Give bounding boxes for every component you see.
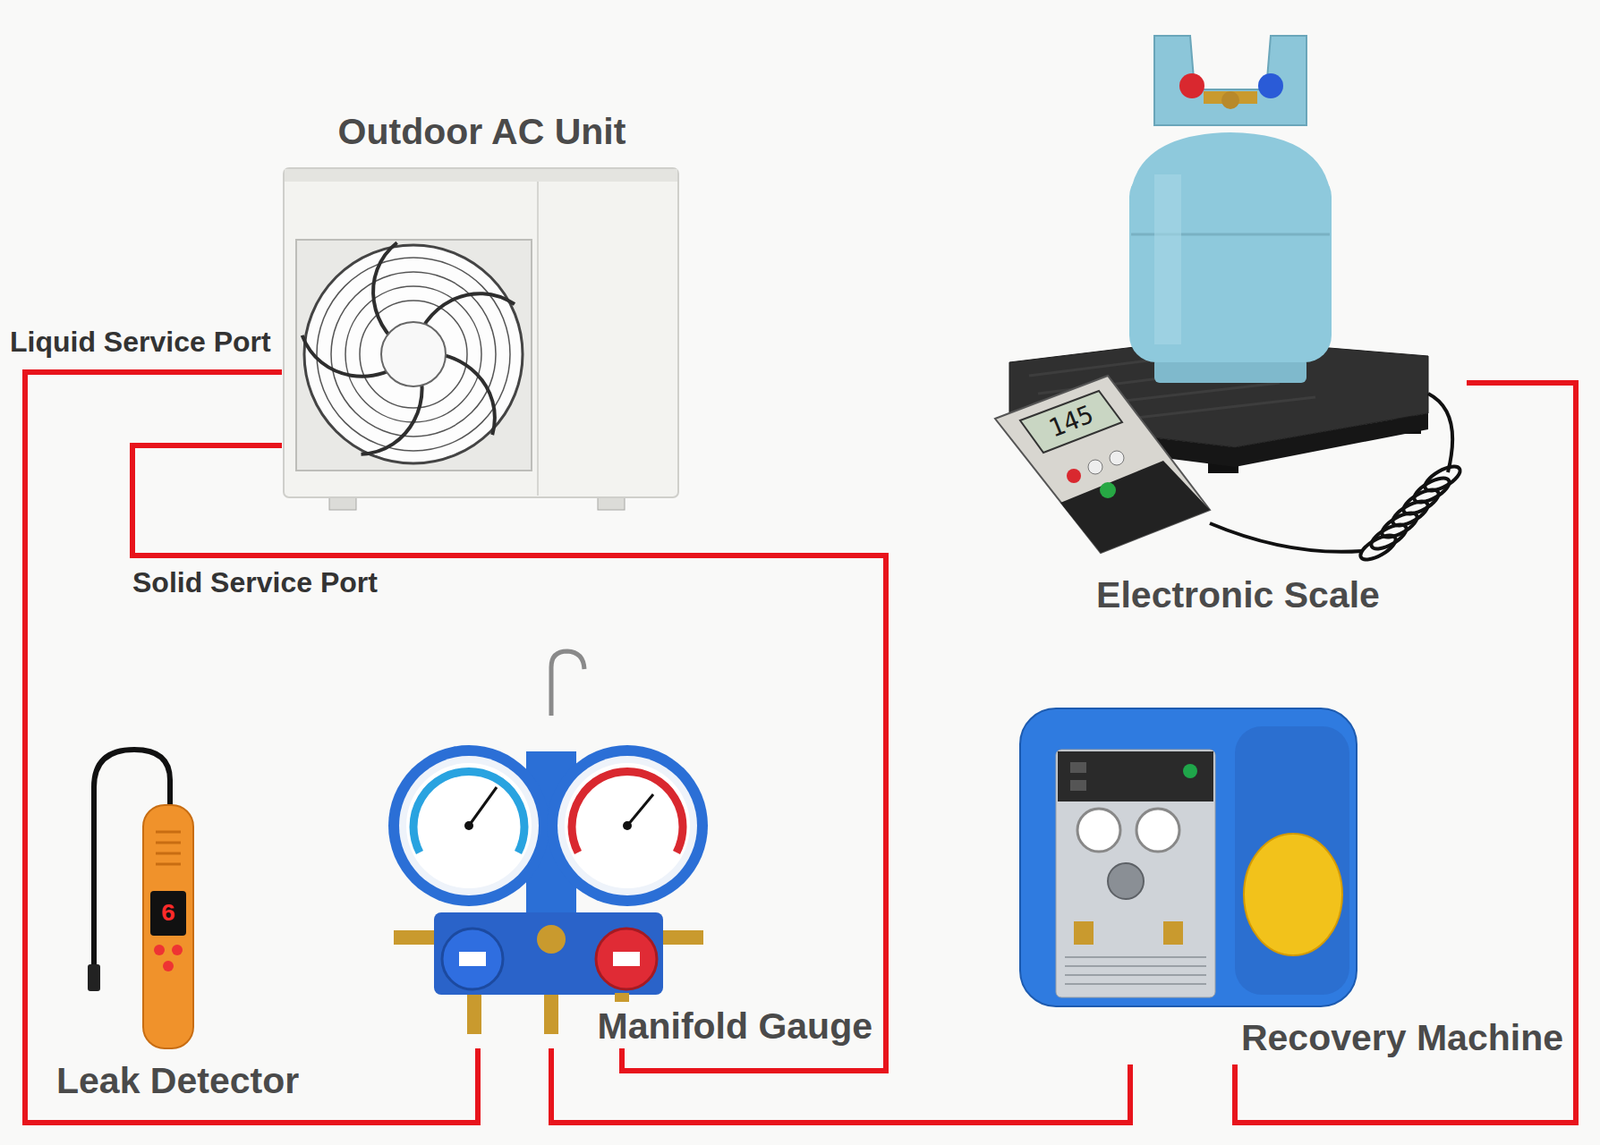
ac-top-edge: [284, 169, 678, 182]
manifold-sight-glass: [536, 925, 566, 954]
hose-line: [25, 372, 478, 1124]
gauge-scale-red: [571, 771, 683, 853]
recovery-knob: [1107, 863, 1144, 900]
detector-tip: [87, 964, 101, 992]
detector-reading-wrap: 6: [161, 900, 177, 928]
scale-cable-coil: [1356, 530, 1399, 565]
scale-button: [1099, 482, 1116, 499]
detector-reading: 6: [161, 900, 177, 928]
scale-cable: [1428, 393, 1453, 473]
electronic-scale: [995, 35, 1464, 565]
hose-line: [551, 1048, 1131, 1124]
recovery-housing: [1020, 708, 1357, 1007]
ac-grille-ring: [359, 300, 468, 409]
hose-line: [132, 445, 886, 1072]
tank-highlight: [1154, 174, 1182, 345]
gauge-housing: [546, 745, 708, 907]
port-label: Liquid Service Port: [9, 325, 272, 359]
manifold-hook: [551, 651, 585, 716]
device-title: Electronic Scale: [1096, 575, 1380, 616]
gauge-housing: [388, 745, 550, 907]
port-label-wrap: Liquid Service Port: [9, 325, 272, 359]
scale-button: [1088, 459, 1103, 475]
manifold-port: [614, 993, 630, 1003]
ac-unit: [283, 168, 679, 511]
gauge-pivot: [464, 821, 474, 831]
port-label: Solid Service Port: [132, 566, 378, 600]
gauge-needle: [627, 794, 654, 826]
detector-button: [153, 944, 165, 956]
manifold-fitting: [393, 930, 435, 945]
recovery-fitting: [1073, 921, 1094, 945]
scale-cable: [1209, 523, 1362, 553]
detector-button: [171, 944, 183, 956]
detector-speaker: [155, 832, 181, 865]
manifold-gauge: [388, 651, 708, 1035]
manifold-port: [467, 995, 482, 1035]
leak-detector: [87, 749, 194, 1049]
tank-valve-blue: [1258, 73, 1284, 99]
device-node: Electronic Scale: [978, 17, 1467, 627]
recovery-switch: [1070, 762, 1087, 774]
recovery-panel: [1055, 749, 1216, 998]
recovery-sticker: [1243, 834, 1343, 956]
gauge-face: [406, 763, 532, 889]
ac-grille-ring: [331, 272, 496, 437]
scale-handheld-base: [1060, 460, 1210, 554]
knob-bar: [612, 952, 640, 967]
knob-bar: [459, 952, 486, 967]
recovery-fitting: [1163, 921, 1183, 945]
detector-button: [162, 961, 174, 972]
ac-panel-line: [536, 181, 539, 496]
gauge-ring: [399, 756, 539, 896]
scale-handheld: [995, 375, 1210, 554]
ac-grille-ring: [345, 286, 482, 423]
tank-valve-red: [1179, 73, 1205, 99]
manifold-knob-red: [595, 928, 657, 990]
device-node: Manifold Gauge: [390, 644, 877, 1049]
device-title: Leak Detector: [56, 1061, 299, 1102]
hose-line: [1234, 382, 1576, 1124]
scale-lcd: [1020, 391, 1123, 453]
port-label-wrap: Solid Service Port: [132, 566, 378, 600]
ac-housing: [283, 168, 679, 498]
scale-button: [1066, 468, 1081, 484]
gauge-scale-blue: [413, 771, 525, 853]
tank-collar: [1154, 35, 1307, 126]
tank-valve-center: [1221, 91, 1240, 110]
recovery-gauge: [1077, 808, 1121, 852]
recovery-start-button: [1182, 764, 1198, 779]
detector-body: [143, 805, 194, 1049]
device-node: Recovery Machine: [1015, 697, 1566, 1065]
detector-display: [150, 891, 187, 937]
recovery-switch-panel: [1057, 751, 1214, 802]
recovery-machine: [1020, 708, 1357, 1007]
gauge-ring: [557, 756, 698, 896]
scale-reading: 145: [1044, 399, 1098, 444]
scale-button: [1109, 451, 1124, 466]
device-node: Outdoor AC Unit: [281, 109, 682, 508]
recovery-vents: [1064, 957, 1207, 985]
manifold-knob-blue: [442, 928, 503, 990]
device-title: Recovery Machine: [1241, 1018, 1564, 1059]
manifold-fitting: [662, 930, 704, 945]
scale-reading-wrap: 145: [1044, 399, 1098, 444]
device-title: Manifold Gauge: [597, 1006, 874, 1047]
device-node: Leak Detector: [51, 742, 312, 1103]
recovery-switch: [1070, 780, 1087, 792]
gauge-needle: [468, 787, 497, 826]
recovery-gauge: [1136, 808, 1180, 852]
gauge-face: [564, 763, 690, 889]
manifold-port: [544, 995, 559, 1035]
ac-grille-frame: [296, 239, 532, 471]
recovery-side: [1234, 726, 1350, 996]
manifold-block: [434, 912, 664, 996]
ac-fan-ring: [304, 245, 523, 464]
device-title: Outdoor AC Unit: [338, 111, 627, 153]
gauge-pivot: [622, 821, 632, 831]
ac-fan-hub: [381, 322, 446, 387]
